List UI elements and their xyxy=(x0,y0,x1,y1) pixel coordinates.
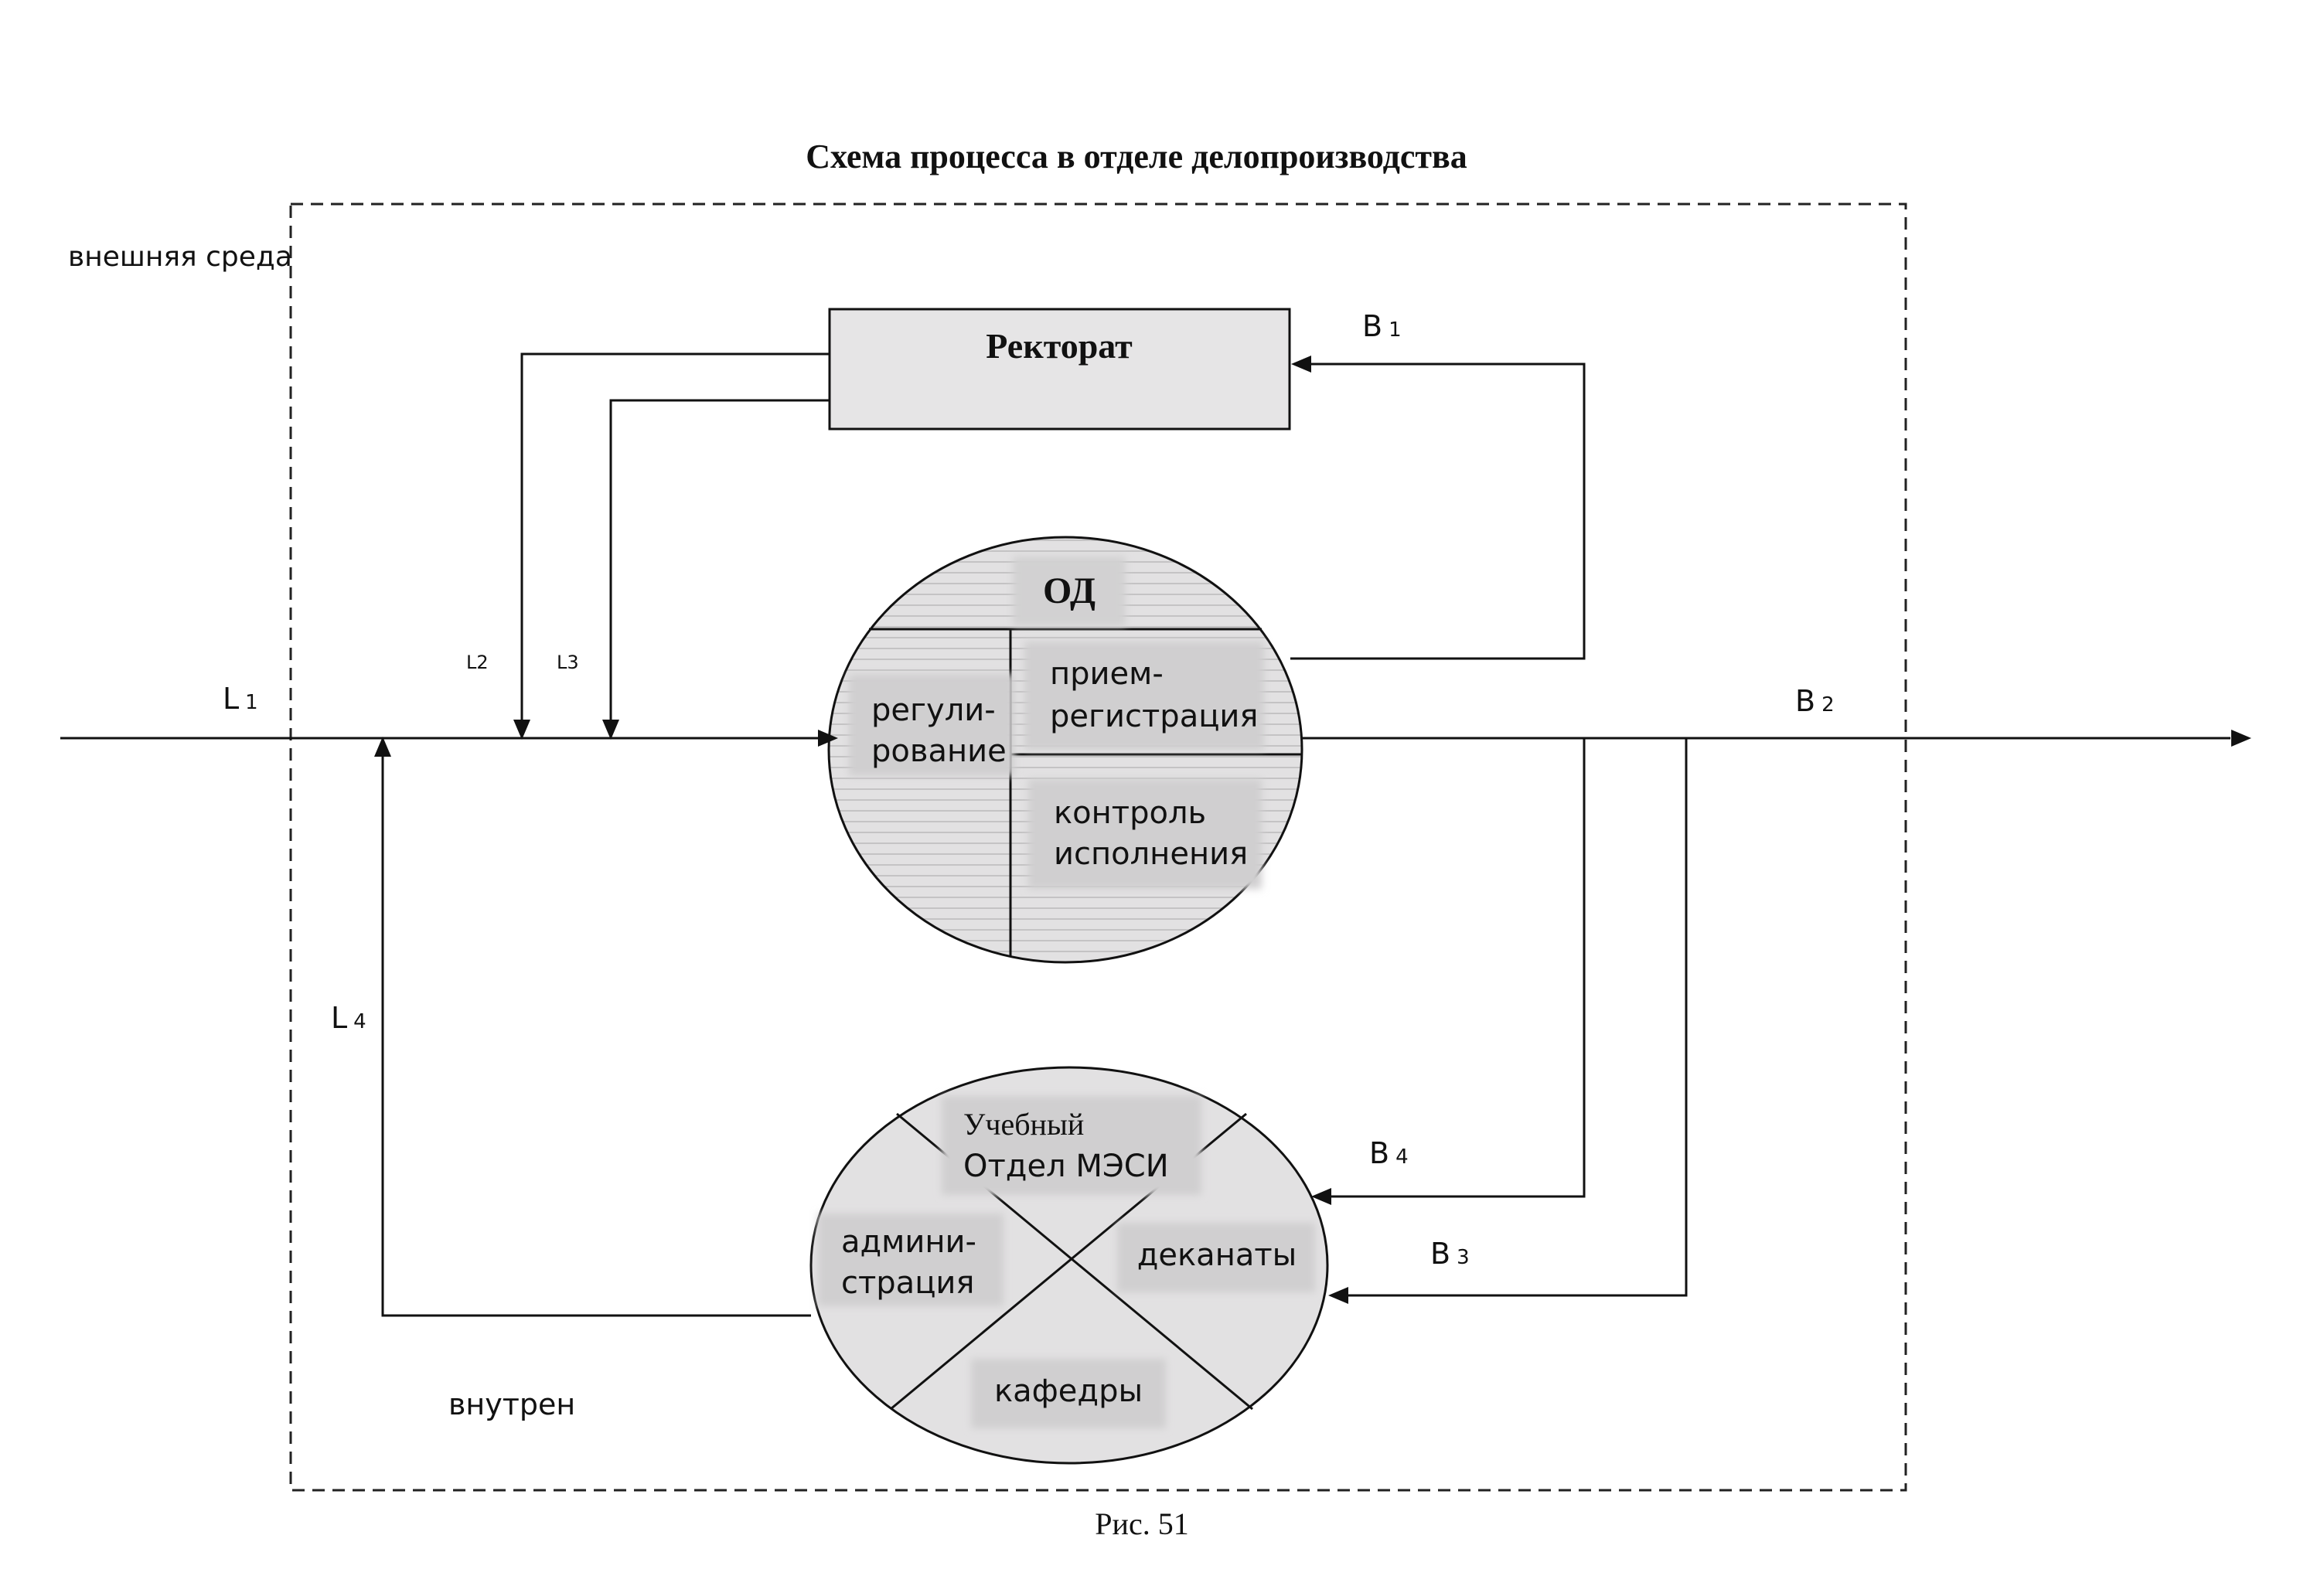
arrow-l4 xyxy=(374,737,391,757)
administration-label: админи- страция xyxy=(841,1224,987,1301)
arrow-b4 xyxy=(1311,1188,1331,1205)
internal-environment-boundary xyxy=(289,203,1907,1492)
internal-environment-label: внутрен xyxy=(448,1387,575,1421)
figure-caption: Рис. 51 xyxy=(1095,1506,1188,1541)
arrow-b1 xyxy=(1291,356,1311,373)
arrow-into-od xyxy=(818,730,838,747)
deans-label: деканаты xyxy=(1137,1237,1297,1273)
flow-label-l3: L3 xyxy=(557,652,579,673)
od-reception-label: прием- регистрация xyxy=(1050,656,1259,734)
arrow-b3 xyxy=(1328,1287,1348,1304)
od-regulation-label: регули- рование xyxy=(871,693,1007,769)
od-header: ОД xyxy=(1043,570,1096,611)
flow-label-l2: L2 xyxy=(466,652,489,673)
consumers-ellipse: Учебный Отдел МЭСИ админи- страция декан… xyxy=(809,1066,1329,1465)
external-environment-label: внешняя среда xyxy=(68,241,292,273)
rectorate-label: Ректорат xyxy=(986,326,1133,366)
od-ellipse: ОД регули- рование прием- регистрация ко… xyxy=(827,536,1303,964)
od-control-label: контроль исполнения xyxy=(1054,795,1248,872)
arrow-l3 xyxy=(602,720,619,740)
departments-label: кафедры xyxy=(994,1373,1143,1409)
arrowheads xyxy=(374,356,2251,1304)
flow-lines xyxy=(60,352,2230,1317)
arrow-outflow xyxy=(2231,730,2251,747)
arrow-l2 xyxy=(513,720,530,740)
education-department-label: Учебный Отдел МЭСИ xyxy=(963,1107,1169,1184)
rectorate-box: Ректорат xyxy=(828,308,1291,431)
diagram-title: Схема процесса в отделе делопроизводства xyxy=(806,138,1467,175)
